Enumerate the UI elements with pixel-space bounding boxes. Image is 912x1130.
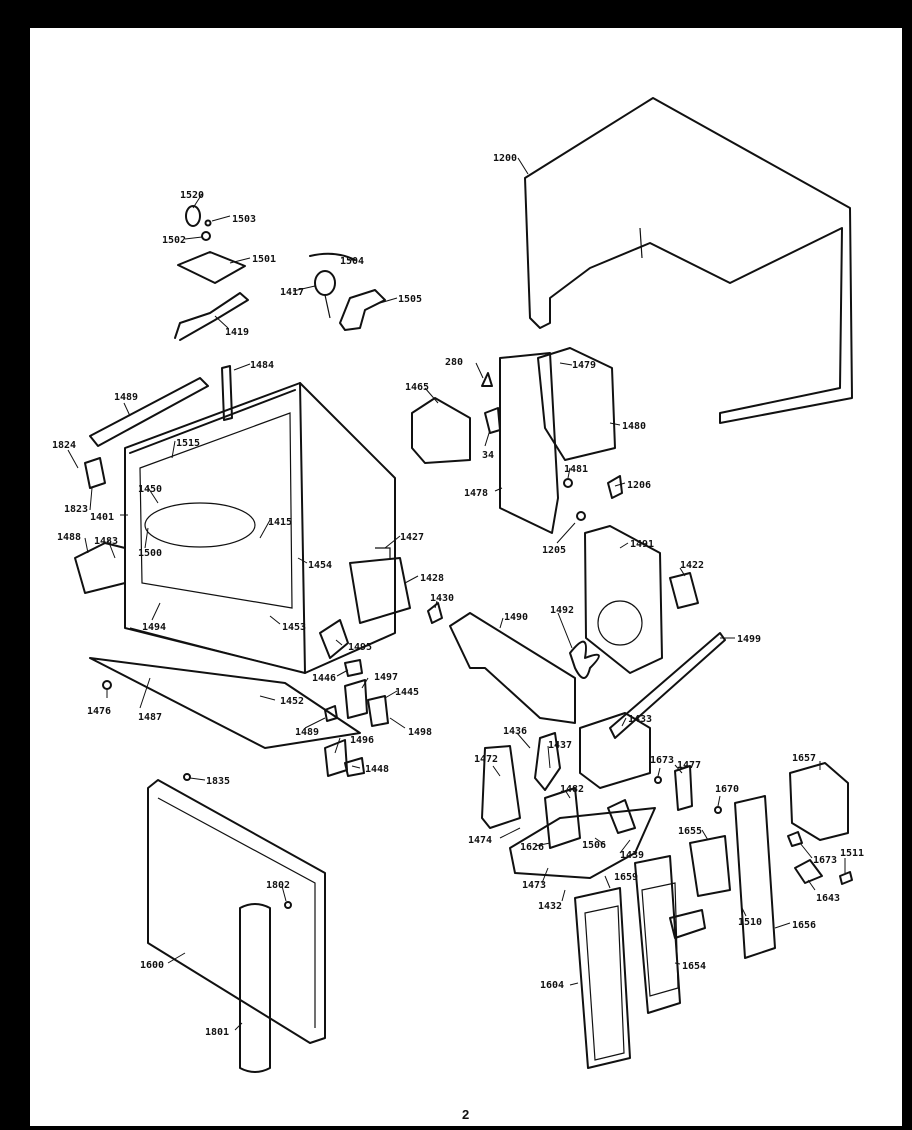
label-1503: 1503 [232, 214, 256, 225]
label-1473: 1473 [522, 880, 546, 891]
label-1673b: 1673 [813, 855, 837, 866]
label-1659: 1659 [614, 872, 638, 883]
leader-lines [67, 157, 846, 1031]
label-1482: 1482 [560, 784, 584, 795]
stirrer-parts [174, 205, 249, 341]
air-guide-parts [411, 347, 623, 534]
label-1824: 1824 [52, 440, 76, 451]
label-1401: 1401 [90, 512, 114, 523]
label-1477: 1477 [677, 760, 701, 771]
label-34: 34 [482, 450, 494, 461]
label-1600: 1600 [140, 960, 164, 971]
label-1835: 1835 [206, 776, 230, 787]
label-1483: 1483 [94, 536, 118, 547]
label-1481: 1481 [564, 464, 588, 475]
label-1432: 1432 [538, 901, 562, 912]
electrical-base-parts [481, 712, 693, 879]
label-1437: 1437 [548, 740, 572, 751]
label-1502: 1502 [162, 235, 186, 246]
label-1450: 1450 [138, 484, 162, 495]
label-1670: 1670 [715, 784, 739, 795]
part-labels: 1200 1520 1503 1502 1501 1504 1417 1505 … [52, 153, 864, 1038]
label-1480: 1480 [622, 421, 646, 432]
label-1417: 1417 [280, 287, 304, 298]
label-1654: 1654 [682, 961, 706, 972]
label-1474: 1474 [468, 835, 492, 846]
label-1494: 1494 [142, 622, 166, 633]
label-1490: 1490 [504, 612, 528, 623]
exploded-parts-diagram: 1200 1520 1503 1502 1501 1504 1417 1505 … [52, 97, 864, 1122]
label-1515: 1515 [176, 438, 200, 449]
outer-cabinet-part [524, 97, 853, 424]
label-1476: 1476 [87, 706, 111, 717]
label-1657: 1657 [792, 753, 816, 764]
label-1505: 1505 [398, 294, 422, 305]
label-1823: 1823 [64, 504, 88, 515]
label-1430: 1430 [430, 593, 454, 604]
control-parts [689, 762, 853, 959]
label-1484: 1484 [250, 360, 274, 371]
door-assembly [147, 773, 326, 1073]
label-1454: 1454 [308, 560, 332, 571]
label-1433: 1433 [628, 714, 652, 725]
label-1673a: 1673 [650, 755, 674, 766]
fan-assembly [449, 525, 726, 739]
label-1501: 1501 [252, 254, 276, 265]
label-1492: 1492 [550, 605, 574, 616]
label-1506: 1506 [582, 840, 606, 851]
label-1504: 1504 [340, 256, 364, 267]
label-1205: 1205 [542, 545, 566, 556]
label-1500: 1500 [138, 548, 162, 559]
label-1448: 1448 [365, 764, 389, 775]
label-1498: 1498 [408, 727, 432, 738]
label-1472: 1472 [474, 754, 498, 765]
control-panel-assembly [574, 855, 706, 1069]
label-1489b: 1489 [295, 727, 319, 738]
label-1802: 1802 [266, 880, 290, 891]
label-1427: 1427 [400, 532, 424, 543]
label-1465: 1465 [405, 382, 429, 393]
label-1656: 1656 [792, 920, 816, 931]
label-1626: 1626 [520, 842, 544, 853]
label-1478: 1478 [464, 488, 488, 499]
label-1428: 1428 [420, 573, 444, 584]
label-1419: 1419 [225, 327, 249, 338]
label-1415: 1415 [268, 517, 292, 528]
label-1489: 1489 [114, 392, 138, 403]
label-1491: 1491 [630, 539, 654, 550]
label-1439: 1439 [620, 850, 644, 861]
page-number: 2 [462, 1107, 469, 1122]
label-1499: 1499 [737, 634, 761, 645]
label-1495: 1495 [348, 642, 372, 653]
label-1487: 1487 [138, 712, 162, 723]
label-1497: 1497 [374, 672, 398, 683]
interlock-brackets [319, 602, 443, 777]
label-1452: 1452 [280, 696, 304, 707]
label-1445: 1445 [395, 687, 419, 698]
label-1206: 1206 [627, 480, 651, 491]
label-1511: 1511 [840, 848, 864, 859]
label-1453: 1453 [282, 622, 306, 633]
motor-parts [309, 252, 386, 331]
label-280: 280 [445, 357, 463, 368]
label-1479: 1479 [572, 360, 596, 371]
label-1496: 1496 [350, 735, 374, 746]
diagram-sheet: 1200 1520 1503 1502 1501 1504 1417 1505 … [30, 28, 902, 1126]
label-1436: 1436 [503, 726, 527, 737]
label-1643: 1643 [816, 893, 840, 904]
label-1488: 1488 [57, 532, 81, 543]
label-1655: 1655 [678, 826, 702, 837]
label-1422: 1422 [680, 560, 704, 571]
label-1200: 1200 [493, 153, 517, 164]
label-1801: 1801 [205, 1027, 229, 1038]
label-1446: 1446 [312, 673, 336, 684]
oven-cavity-assembly [74, 365, 411, 749]
label-1520: 1520 [180, 190, 204, 201]
label-1604: 1604 [540, 980, 564, 991]
label-1510: 1510 [738, 917, 762, 928]
